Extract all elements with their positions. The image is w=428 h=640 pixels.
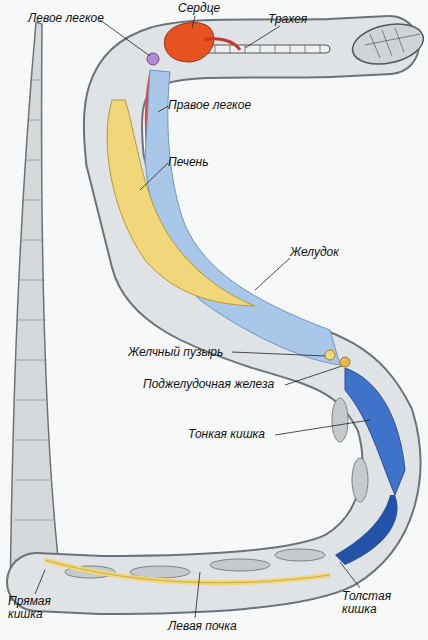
part-label: Сердце bbox=[178, 2, 238, 15]
pancreas bbox=[340, 357, 350, 367]
head bbox=[349, 18, 427, 70]
part-label: Поджелудочная железа bbox=[143, 378, 288, 391]
liver bbox=[107, 100, 255, 306]
kidneys bbox=[65, 398, 368, 578]
heart bbox=[164, 23, 213, 62]
rectum bbox=[45, 560, 330, 583]
part-label: Толстая кишка bbox=[342, 590, 398, 616]
tail bbox=[10, 22, 62, 600]
part-label: Желудок bbox=[290, 246, 360, 259]
stomach bbox=[145, 70, 340, 365]
part-label: Тонкая кишка bbox=[188, 428, 278, 441]
body-outline bbox=[36, 45, 391, 585]
leader-lines bbox=[35, 16, 370, 618]
part-label: Правое легкое bbox=[168, 99, 268, 112]
gall-bladder bbox=[325, 350, 335, 360]
part-label: Прямая кишка bbox=[8, 595, 58, 621]
part-label: Трахея bbox=[268, 13, 328, 26]
large-intestine bbox=[335, 495, 398, 565]
tail-scales bbox=[14, 80, 58, 560]
head-scales bbox=[365, 28, 420, 58]
part-label: Печень bbox=[168, 156, 228, 169]
part-label: Желчный пузырь bbox=[128, 346, 238, 359]
rectum-edge bbox=[45, 560, 330, 583]
trachea bbox=[200, 45, 330, 53]
part-label: Левое легкое bbox=[28, 12, 118, 25]
part-label: Левая почка bbox=[168, 620, 258, 633]
trachea-rings bbox=[215, 45, 320, 53]
body bbox=[36, 45, 391, 585]
vessel bbox=[205, 39, 240, 50]
